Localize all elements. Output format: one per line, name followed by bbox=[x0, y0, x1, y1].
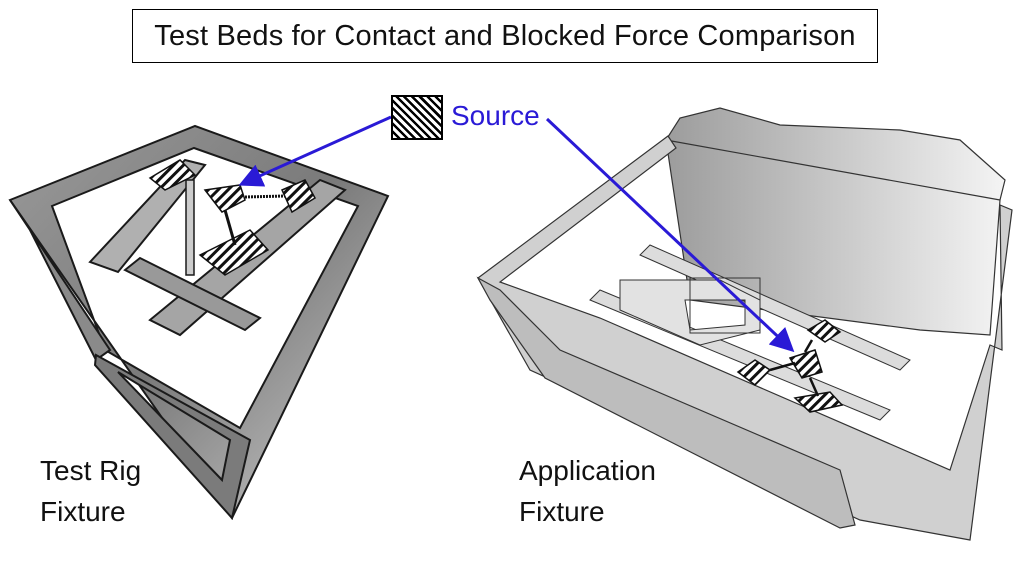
application-outer-frame bbox=[477, 135, 1013, 541]
title-box: Test Beds for Contact and Blocked Force … bbox=[132, 9, 878, 63]
test-rig-mount-3 bbox=[281, 179, 317, 214]
application-back-panel bbox=[665, 107, 1006, 336]
application-label-line-1: Application bbox=[519, 455, 656, 486]
application-mount-2 bbox=[788, 349, 823, 379]
test-rig-link-1 bbox=[244, 194, 286, 199]
application-fixture bbox=[476, 107, 1013, 541]
source-arrow-left bbox=[238, 115, 392, 187]
test-rig-label-line-1: Test Rig bbox=[40, 455, 142, 486]
source-arrow-right bbox=[545, 117, 795, 353]
test-rig-label-line-2: Fixture bbox=[40, 496, 126, 527]
application-link-1 bbox=[769, 361, 796, 372]
application-bottom-frame bbox=[476, 276, 856, 529]
diagram-title: Test Beds for Contact and Blocked Force … bbox=[154, 19, 856, 52]
test-rig-top-frame bbox=[8, 124, 390, 520]
test-rig-link-2 bbox=[223, 209, 237, 246]
test-rig-fixture bbox=[8, 124, 390, 521]
application-link-3 bbox=[808, 377, 820, 397]
application-fixture-label: Application Fixture bbox=[519, 450, 656, 532]
test-rig-mount-2 bbox=[203, 184, 246, 213]
test-rig-bottom-frame bbox=[93, 353, 252, 521]
application-mount-1 bbox=[806, 319, 842, 343]
test-rig-side-frame bbox=[9, 199, 112, 362]
source-label: Source bbox=[451, 100, 540, 131]
test-rig-beam-1 bbox=[88, 158, 207, 274]
application-label-line-2: Fixture bbox=[519, 496, 605, 527]
test-rig-post bbox=[185, 179, 195, 276]
application-link-2 bbox=[803, 339, 814, 353]
test-rig-mount-1 bbox=[148, 159, 197, 191]
source-hatch-swatch-icon bbox=[391, 95, 443, 140]
application-panel-edge bbox=[665, 139, 1001, 201]
application-bracket-box bbox=[689, 277, 761, 334]
test-rig-fixture-label: Test Rig Fixture bbox=[40, 450, 141, 532]
test-rig-beam-3 bbox=[123, 256, 262, 332]
